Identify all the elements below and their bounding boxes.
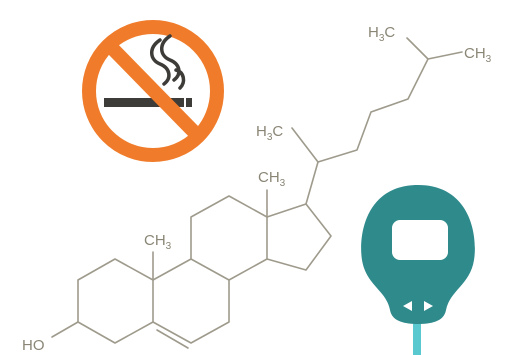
cigarette-filter [186,98,192,107]
smoke-wisps-icon [150,34,186,90]
label-h3c-top: H3C [368,24,395,44]
terminal-branch [406,37,429,60]
side-chain [305,51,463,205]
label-ch3-upper-methyl: CH3 [258,169,286,189]
ring-b [152,258,230,344]
side-chain-branch [291,127,319,163]
double-bond [156,329,189,349]
meter-screen [392,220,448,260]
label-ch3-top-right: CH3 [464,45,492,65]
ring-a [77,258,154,344]
molecule-labels: H3C CH3 H3C CH3 CH3 HO [22,24,492,354]
label-hydroxyl: HO [22,337,45,354]
meter-left-arrow-icon [403,301,412,311]
prohibition-slash [104,41,204,141]
ring-d [266,203,332,271]
hydroxyl-bond [51,321,79,338]
glucose-meter-icon [361,185,475,355]
no-smoking-ring [82,20,224,162]
no-smoking-icon [82,20,224,162]
cholesterol-molecule [51,37,463,349]
ring-c [190,195,268,281]
label-ch3-lower-methyl: CH3 [144,232,172,252]
cigarette-body [104,98,184,107]
meter-cable [413,318,421,355]
meter-right-arrow-icon [424,301,433,311]
label-h3c-side: H3C [256,123,283,143]
